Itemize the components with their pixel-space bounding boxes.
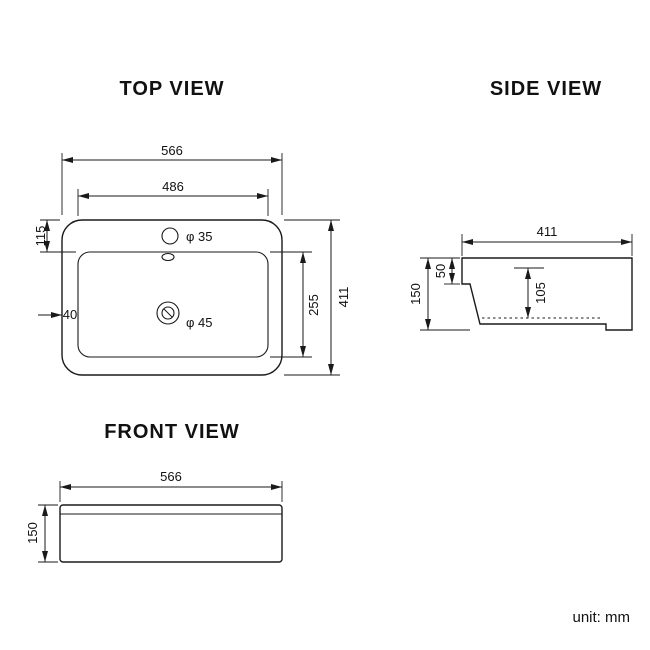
top-view-basin-outline (61, 219, 283, 376)
front-profile (59, 504, 283, 563)
front-height-label: 150 (25, 522, 40, 544)
front-view-title: FRONT VIEW (104, 421, 240, 443)
drain-hole-label: φ 45 (186, 315, 213, 330)
top-inner-depth-label: 255 (306, 294, 321, 316)
faucet-hole (161, 227, 179, 245)
side-view: SIDE VIEW 411 50 150 105 (408, 78, 633, 331)
unit-label: unit: mm (572, 609, 630, 626)
drain-hole-inner (161, 306, 175, 320)
drain-hole-mark (163, 308, 173, 318)
top-outer-depth-label: 411 (336, 287, 351, 308)
top-front-offset-label: 115 (33, 226, 48, 247)
side-profile (461, 257, 633, 331)
side-view-basin-outline (461, 257, 633, 331)
front-width-label: 566 (160, 469, 182, 484)
side-bowl-depth-label: 105 (533, 282, 548, 304)
front-view: FRONT VIEW 566 150 (25, 421, 283, 563)
side-depth-label: 411 (537, 224, 558, 239)
top-inner-width-label: 486 (162, 179, 184, 194)
side-overall-height-label: 150 (408, 283, 423, 305)
top-side-offset-label: 40 (63, 307, 77, 322)
front-view-basin-outline (59, 504, 283, 563)
drain-hole-outer (156, 301, 180, 325)
top-view-title: TOP VIEW (119, 78, 224, 100)
front-view-dimensions (38, 481, 283, 563)
top-outer-width-label: 566 (161, 143, 183, 158)
basin-inner-bowl (77, 251, 269, 358)
side-rim-height-label: 50 (433, 264, 448, 278)
top-view: TOP VIEW (33, 78, 351, 376)
basin-outer-rim (61, 219, 283, 376)
faucet-hole-label: φ 35 (186, 229, 213, 244)
side-view-title: SIDE VIEW (490, 78, 602, 100)
side-view-dimensions (420, 234, 633, 331)
top-view-dimensions (38, 153, 340, 376)
overflow-hole (161, 252, 175, 262)
